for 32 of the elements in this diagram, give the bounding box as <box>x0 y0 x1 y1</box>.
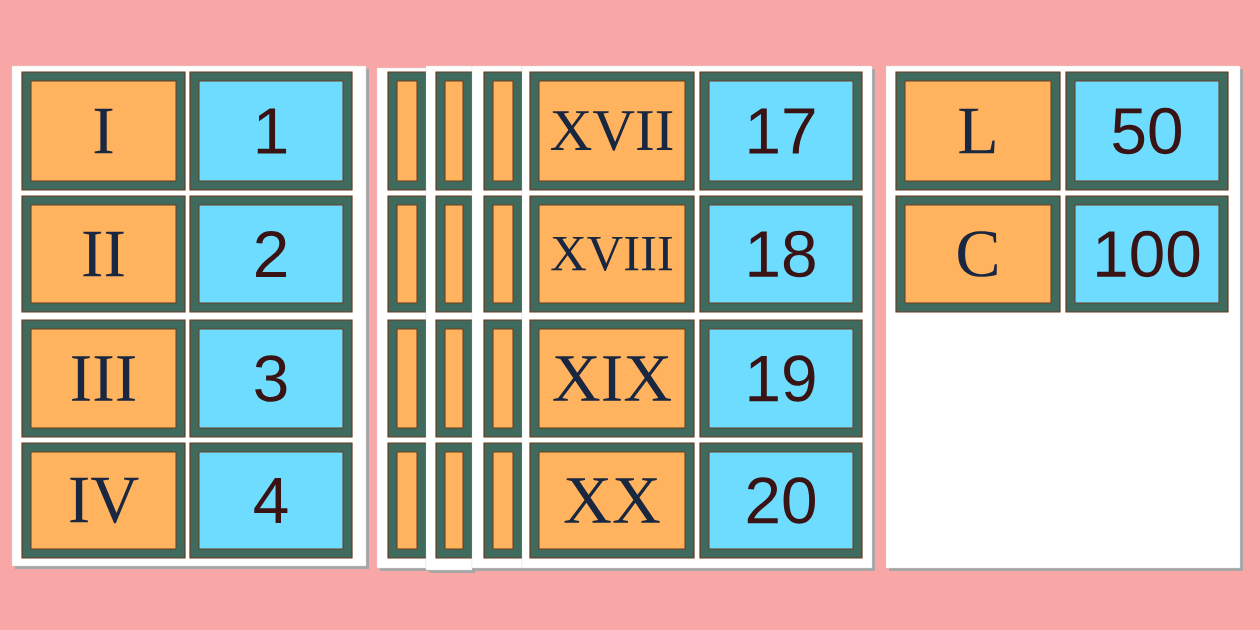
number-card: IV <box>21 442 186 559</box>
number-card: 100 <box>1065 195 1229 313</box>
number-card: 17 <box>699 71 863 191</box>
number-card: 4 <box>189 442 353 559</box>
number-card: 18 <box>699 195 863 313</box>
number-card: 1 <box>189 71 353 191</box>
hidden-card <box>435 71 473 191</box>
hidden-card <box>387 442 427 559</box>
hidden-card <box>435 442 473 559</box>
number-card: III <box>21 319 186 438</box>
hidden-card <box>483 442 523 559</box>
number-card: 3 <box>189 319 353 438</box>
number-card: XVIII <box>529 195 695 313</box>
number-card: L <box>895 71 1061 191</box>
hidden-card <box>483 195 523 313</box>
number-card: 20 <box>699 442 863 559</box>
number-card: XX <box>529 442 695 559</box>
number-card: I <box>21 71 186 191</box>
hidden-card <box>435 319 473 438</box>
hidden-card <box>483 319 523 438</box>
hidden-card <box>483 71 523 191</box>
hidden-card <box>387 195 427 313</box>
number-card: XIX <box>529 319 695 438</box>
number-card: 50 <box>1065 71 1229 191</box>
number-card: 2 <box>189 195 353 313</box>
number-card: XVII <box>529 71 695 191</box>
number-card: 19 <box>699 319 863 438</box>
number-card: II <box>21 195 186 313</box>
hidden-card <box>435 195 473 313</box>
number-card: C <box>895 195 1061 313</box>
hidden-card <box>387 71 427 191</box>
hidden-card <box>387 319 427 438</box>
